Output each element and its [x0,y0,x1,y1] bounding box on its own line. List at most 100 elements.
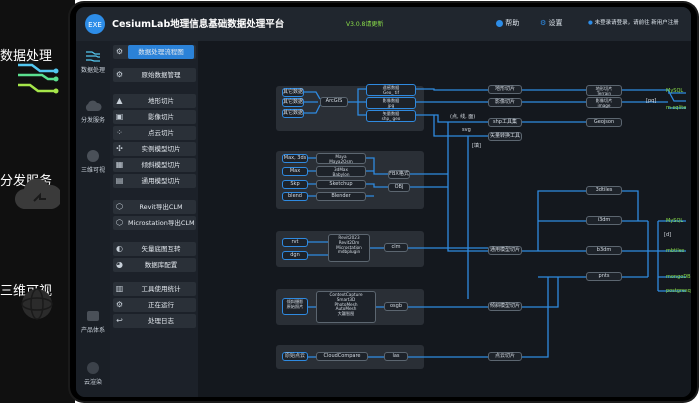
pc-format-las[interactable]: las [384,352,408,361]
menu-item-label: 实例模型切片 [141,145,181,153]
mid-node-image[interactable]: 影像数据 jpg [366,97,416,109]
rail-label: 分发服务 [80,117,105,124]
left-nav-item-3d-visual[interactable]: 三维可视 [0,280,75,380]
menu-item-raw-data[interactable]: ⚙原始数据管理 [113,68,196,82]
side-tag: [填] [472,143,481,149]
output-msqlite[interactable]: m-sqlite [666,105,687,111]
menu-item-oblique[interactable]: ▦倾斜模型切片 [113,158,196,172]
bim-input-rvt[interactable]: rvt [282,238,308,247]
gear-icon: ⚙ [115,70,124,79]
bim-format-clm[interactable]: clm [384,243,408,252]
tiles-node-b3dm[interactable]: b3dm [586,246,622,255]
globe-3d-icon [21,288,53,320]
tool-oblique-tile[interactable]: 倾斜模型切片 [488,302,522,311]
menu-item-database[interactable]: ◕数据库配置 [113,258,196,272]
vector-label: (点, 线, 面) [450,114,476,120]
mid-node-vector[interactable]: 矢量数据 shp_ geo [366,110,416,122]
tiles-node-pnts[interactable]: pnts [586,272,622,281]
globe-icon [87,150,99,162]
output-mysql[interactable]: MySQL [666,218,684,224]
left-nav-item-data-processing[interactable]: 数据处理 [0,45,75,145]
rail-item-cloud-render[interactable]: 云渲染 [76,361,110,386]
rail-item-products[interactable]: 产品体系 [76,309,110,334]
menu-item-terrain[interactable]: ▲地形切片 [113,94,196,108]
version-badge[interactable]: V3.0.8请更新 [346,21,384,28]
menu-item-running[interactable]: ⚙正在运行 [113,298,196,312]
tiles-node-i3dm[interactable]: i3dm [586,216,622,225]
menu-item-log[interactable]: ↩处理日志 [113,314,196,328]
pc-app[interactable]: CloudCompare [316,352,368,361]
tool-terrain-tile[interactable]: 地形切片 [488,85,522,94]
output-postgresql[interactable]: postgresql [666,288,691,294]
output-mongodb[interactable]: mongoDB [666,274,691,280]
mesh-format-fbx[interactable]: FBX格式 [388,170,410,179]
tool-pointcloud-tile[interactable]: 点云切片 [488,352,522,361]
tool-image-tile[interactable]: 影像切片 [488,98,522,107]
bim-apps[interactable]: Revit2023 Revit2Dm Microstation mdbplugi… [328,234,370,262]
help-button[interactable]: 帮助 [496,18,519,28]
input-node-other[interactable]: 其它数据 [282,88,304,97]
mesh-input-skp[interactable]: Skp [282,180,308,189]
tool-general-model[interactable]: 通用模型切片 [488,246,522,255]
oblique-input[interactable]: 倾斜摄影 原始照片 [282,298,308,315]
menu-item-label: 通用模型切片 [141,177,181,185]
input-node-other[interactable]: 其它数据 [282,98,304,107]
tiles-node-3dtiles[interactable]: 3dtiles [586,186,622,195]
menu-item-stats[interactable]: ▥工具使用统计 [113,282,196,296]
mesh-app-blender[interactable]: Blender [316,192,366,201]
menu-item-vector[interactable]: ◐ 矢量底图互转 [113,242,196,256]
menu-item-general-model[interactable]: ▤ 通用模型切片 [113,174,196,188]
output-mysql[interactable]: MySQL [666,88,684,94]
user-login-link[interactable]: ● 未登录请登录，请前往 新用户注册 [588,18,679,26]
mesh-app-3dmax[interactable]: 3dMax Babylon [316,166,366,177]
menu-item-microstation[interactable]: ⬡Microstation导出CLM [113,216,196,230]
svg-text:EXE: EXE [88,21,102,29]
result-geojson[interactable]: Geojson [586,118,622,127]
help-label: 帮助 [505,19,520,27]
revit-icon: ⬡ [116,202,123,211]
pc-input[interactable]: 原始点云 [282,352,308,361]
mesh-app-maya[interactable]: Maya Maya2Osm [316,153,366,164]
tool-vector-convert[interactable]: 矢量转换工具 [488,132,522,141]
input-node-other[interactable]: 其它数据 [282,109,304,118]
model-icon: ▤ [115,176,124,185]
result-image[interactable]: 影像切片 image [586,97,622,108]
left-navigation-strip: 数据处理 分发服务 三维可视 [0,0,75,403]
oblique-apps[interactable]: ContextCapture Smart3D PhotoMesh AutoMes… [316,291,376,323]
menu-item-label: 处理日志 [148,317,174,325]
tool-shp[interactable]: shp工具集 [488,118,522,127]
mesh-app-sketchup[interactable]: Sketchup [316,180,366,189]
rail-item-distribution[interactable]: 分发服务 [76,99,110,124]
arcgis-node[interactable]: ArcGIS [320,97,348,107]
menu-item-instance[interactable]: ✣实例模型切片 [113,142,196,156]
mid-tag: [d] [664,232,672,238]
rail-item-3d-visual[interactable]: 三维可视 [76,149,110,174]
menu-item-revit[interactable]: ⬡Revit导出CLM [113,200,196,214]
result-terrain[interactable]: 地形切片 Terrain [586,85,622,96]
bim-input-dgn[interactable]: dgn [282,251,308,260]
menu-item-label: 影像切片 [148,113,174,121]
icon-rail: 数据处理 分发服务 三维可视 产品体系 云渲染 [76,41,110,397]
cesiumlab-logo-icon: EXE [85,14,105,34]
mesh-input-max[interactable]: Max [282,167,308,176]
menu-item-flowchart[interactable]: ⚙数据处理流程图 [113,45,196,59]
flow-wires [303,88,686,358]
user-label: 未登录请登录，请前往 新用户注册 [594,20,679,26]
mesh-input-3ds[interactable]: Max, 3ds [282,154,308,163]
cloud-distribution-icon [15,178,60,210]
menu-item-image[interactable]: ▣影像切片 [113,110,196,124]
mesh-input-blend[interactable]: blend [282,192,308,201]
oblique-format-osgb[interactable]: osgb [384,302,408,311]
rail-item-data-processing[interactable]: 数据处理 [76,49,110,74]
menu-item-pointcloud[interactable]: ⁘点云切片 [113,126,196,140]
left-nav-item-distribution[interactable]: 分发服务 [0,170,75,260]
database-icon: ◕ [116,260,123,269]
mid-node-raster[interactable]: 遥感数据 Geo_ tif [366,84,416,96]
settings-button[interactable]: ⚙ 设置 [540,18,563,28]
mesh-format-obj[interactable]: OBJ [388,183,410,192]
menu-item-label: 地形切片 [148,97,174,105]
vector-icon: ◐ [116,244,123,253]
menu-item-label: 矢量底图互转 [141,245,181,253]
app-window-frame: EXE CesiumLab地理信息基础数据处理平台 V3.0.8请更新 帮助 ⚙… [70,3,697,401]
output-mbtiles[interactable]: mbtiles [666,248,685,254]
